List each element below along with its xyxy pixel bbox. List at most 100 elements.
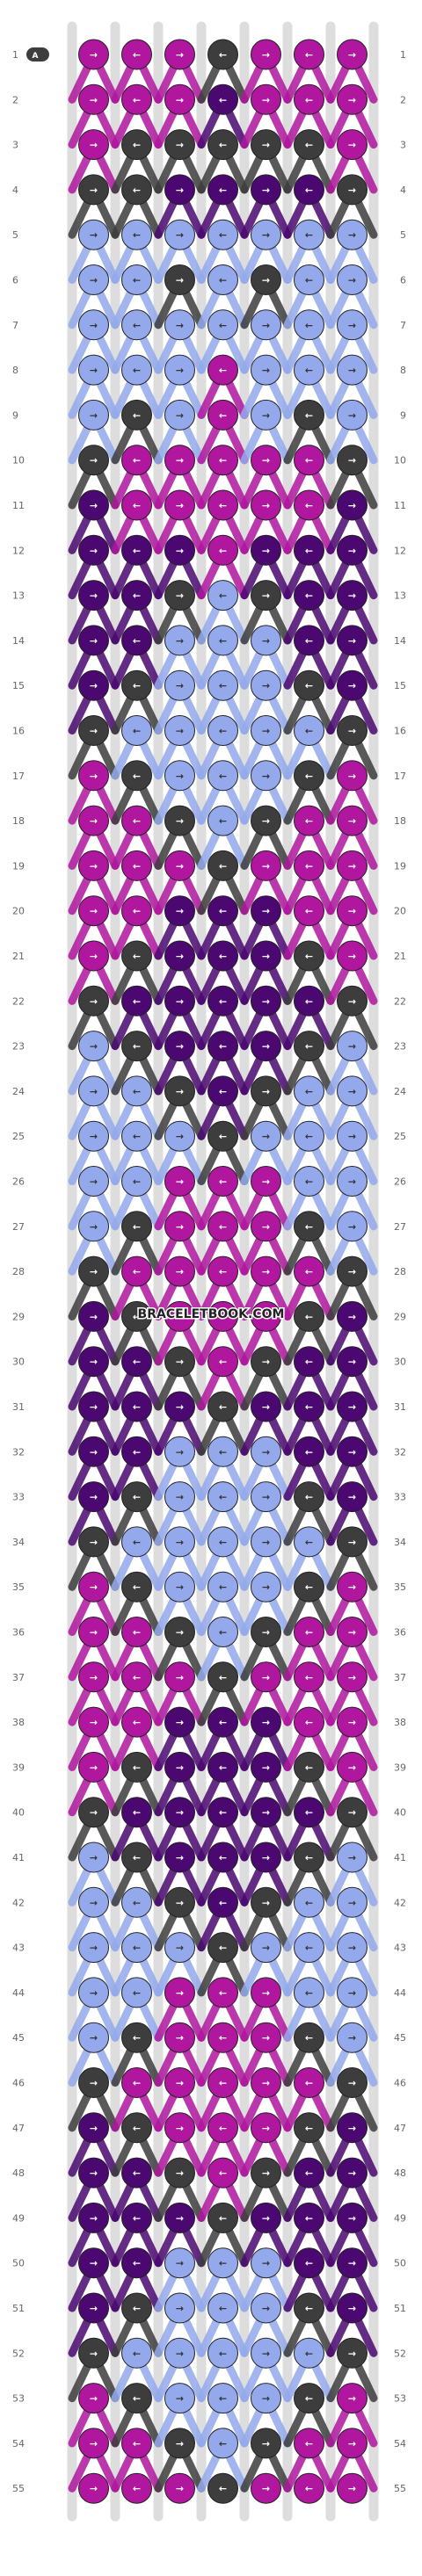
row-number-right: 48: [394, 2167, 406, 2179]
knot: [78, 1300, 109, 1332]
knot: [164, 445, 195, 476]
knot-arrow: →: [176, 2393, 184, 2405]
knot-arrow: ←: [305, 2032, 313, 2044]
knot-arrow: →: [90, 1446, 98, 1458]
knot: [294, 1886, 324, 1918]
knot-arrow: →: [348, 1762, 356, 1773]
knot: [294, 2067, 324, 2098]
knot: [294, 1300, 324, 1332]
row-number-left: 19: [12, 860, 25, 872]
row-number-right: 4: [400, 185, 406, 196]
knot: [294, 2022, 324, 2053]
knot-arrow: →: [262, 1221, 270, 1233]
knot: [164, 895, 195, 927]
row-number-left: 34: [12, 1537, 25, 1548]
knot: [121, 805, 152, 836]
knot: [294, 940, 324, 972]
row-number-left: 53: [12, 2393, 25, 2405]
knot-arrow: →: [262, 2167, 270, 2179]
knot: [164, 669, 195, 701]
knot: [207, 2202, 238, 2233]
knot: [251, 1120, 281, 1152]
knot: [251, 1255, 281, 1287]
row-number-right: 18: [394, 815, 406, 827]
row-number-right: 21: [394, 951, 406, 962]
knot-arrow: →: [348, 2438, 356, 2449]
knot: [294, 1031, 324, 1062]
knot-arrow: →: [90, 726, 98, 737]
knot-arrow: ←: [219, 1086, 227, 1097]
knot-arrow: →: [262, 771, 270, 782]
row-number-left: 24: [12, 1086, 25, 1097]
knot-arrow: →: [176, 635, 184, 647]
knot-arrow: ←: [133, 1852, 141, 1863]
knot: [337, 940, 367, 972]
knot: [251, 1751, 281, 1783]
knot: [121, 534, 152, 566]
knot-arrow: ←: [305, 2078, 313, 2089]
knot-arrow: ←: [219, 635, 227, 647]
knot: [207, 1977, 238, 2008]
knot-arrow: →: [176, 275, 184, 286]
knot: [207, 1300, 238, 1332]
knot-arrow: ←: [219, 726, 227, 737]
knot-arrow: ←: [133, 409, 141, 421]
knot-arrow: ←: [305, 1581, 313, 1593]
knot: [164, 625, 195, 656]
knot: [337, 895, 367, 927]
knot-arrow: →: [348, 2078, 356, 2089]
knot-arrow: →: [348, 1807, 356, 1819]
knot: [164, 399, 195, 431]
knot-arrow: →: [90, 320, 98, 331]
knot-arrow: →: [176, 1311, 184, 1322]
knot-arrow: ←: [219, 951, 227, 962]
knot: [164, 1932, 195, 1964]
knot: [251, 1526, 281, 1558]
knot-arrow: →: [90, 1852, 98, 1863]
row-number-right: 6: [400, 275, 406, 286]
knot-arrow: →: [262, 2438, 270, 2449]
row-number-right: 19: [394, 860, 406, 872]
knot: [164, 1031, 195, 1062]
knot-arrow: →: [348, 2212, 356, 2224]
knot: [337, 2472, 367, 2504]
knot-arrow: →: [348, 1131, 356, 1142]
knot-arrow: ←: [133, 185, 141, 196]
knot: [207, 625, 238, 656]
knot-arrow: ←: [305, 545, 313, 556]
knot-arrow: ←: [305, 2303, 313, 2314]
row-number-left: 45: [12, 2032, 25, 2044]
row-number-left: 1: [12, 49, 18, 61]
knot-arrow: →: [262, 1672, 270, 1683]
knot-arrow: →: [348, 2393, 356, 2405]
knot-arrow: ←: [305, 726, 313, 737]
row-number-right: 7: [400, 320, 406, 331]
knot-arrow: →: [348, 1492, 356, 1503]
row-number-right: 36: [394, 1627, 406, 1639]
knot-arrow: ←: [133, 1717, 141, 1728]
knot-arrow: ←: [133, 1492, 141, 1503]
knot-arrow: ←: [219, 2078, 227, 2089]
knot-arrow: ←: [305, 1221, 313, 1233]
knot-arrow: →: [262, 275, 270, 286]
knot-arrow: →: [348, 1672, 356, 1683]
knot-arrow: ←: [219, 500, 227, 511]
knot: [337, 1436, 367, 1467]
knot-arrow: →: [262, 635, 270, 647]
knot-arrow: →: [348, 94, 356, 105]
knot-arrow: →: [348, 951, 356, 962]
knot: [78, 1120, 109, 1152]
knot-arrow: →: [90, 1492, 98, 1503]
knot: [207, 445, 238, 476]
knot-arrow: ←: [133, 635, 141, 647]
knot-arrow: →: [176, 995, 184, 1007]
knot-arrow: ←: [219, 545, 227, 556]
knot-arrow: →: [176, 1446, 184, 1458]
knot: [337, 625, 367, 656]
knot: [121, 1571, 152, 1603]
row-number-left: 22: [12, 995, 25, 1007]
knot: [164, 940, 195, 972]
knot-arrow: →: [262, 1446, 270, 1458]
knot: [251, 1436, 281, 1467]
knot-arrow: →: [262, 2078, 270, 2089]
